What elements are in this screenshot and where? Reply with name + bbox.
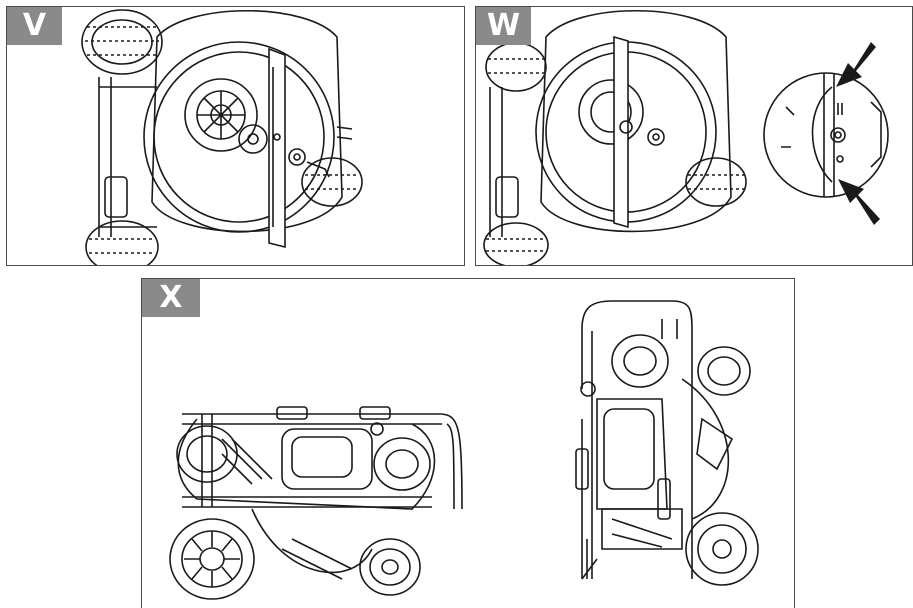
illustration-w-blade-detail bbox=[483, 10, 889, 265]
wheel-icon bbox=[611, 334, 669, 388]
wheel-icon bbox=[373, 437, 431, 491]
illustration-x-mower-folded bbox=[169, 300, 759, 600]
wheel-icon bbox=[685, 512, 759, 586]
panel-label-x: X bbox=[142, 279, 200, 317]
wheel-icon bbox=[169, 518, 255, 600]
mower-flat-drawing bbox=[169, 406, 463, 600]
illustration-v-mower-underside bbox=[81, 9, 363, 265]
arrow-icon bbox=[838, 179, 880, 225]
wheel-icon bbox=[483, 222, 549, 265]
arrow-icon bbox=[836, 42, 876, 87]
panel-x-storage-positions: X bbox=[141, 278, 795, 608]
wheel-icon bbox=[85, 220, 159, 265]
blade-icon bbox=[613, 35, 633, 229]
panel-label-w: W bbox=[476, 7, 531, 45]
blade-icon bbox=[268, 47, 286, 249]
wheel-icon bbox=[485, 42, 547, 92]
panel-w-blade-alignment: W bbox=[475, 6, 913, 266]
mower-upright-drawing bbox=[575, 300, 759, 586]
wheel-icon bbox=[697, 346, 751, 396]
panel-v-blade-removal: V bbox=[6, 6, 465, 266]
wheel-icon bbox=[685, 157, 747, 207]
wheel-icon bbox=[81, 9, 163, 75]
panel-label-v: V bbox=[7, 7, 62, 45]
wheel-icon bbox=[359, 538, 421, 596]
wheel-icon bbox=[176, 425, 238, 483]
